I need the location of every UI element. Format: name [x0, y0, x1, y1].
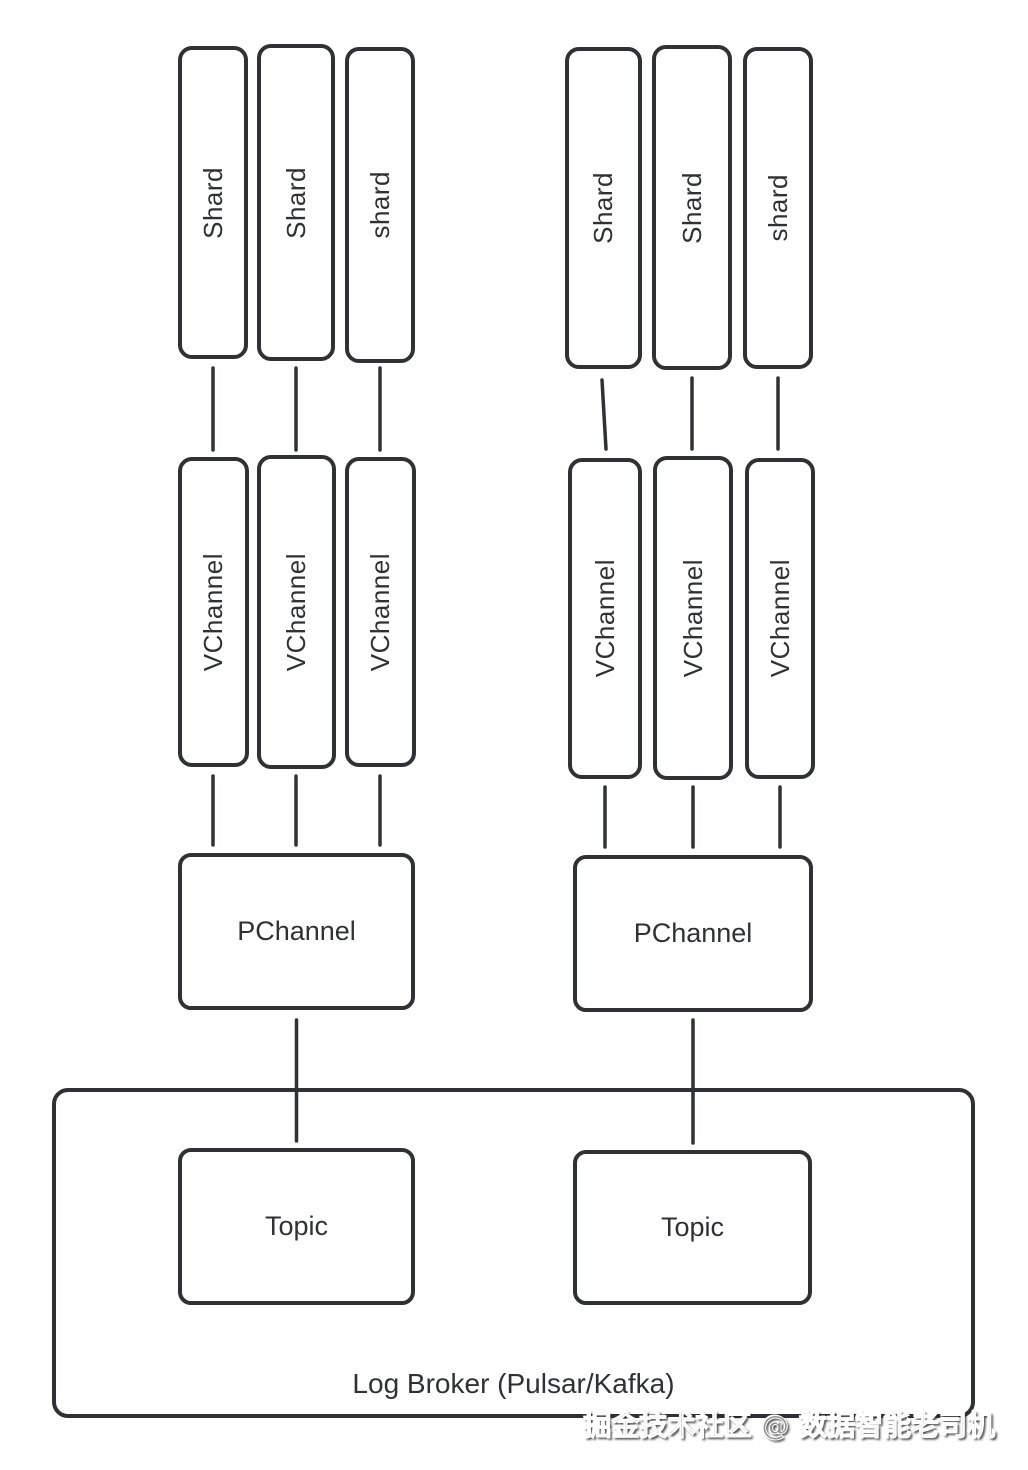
watermark-text: 掘金技术社区 @ 数据智能老司机	[583, 1409, 995, 1443]
topic-label: Topic	[264, 1211, 329, 1241]
vchannel-label: VChannel	[365, 552, 395, 672]
shard-box: shard	[743, 47, 813, 369]
pchannel-label: PChannel	[237, 916, 356, 946]
vchannel-label: VChannel	[589, 559, 620, 678]
pchannel-label: PChannel	[633, 918, 753, 948]
shard-label: shard	[762, 174, 793, 242]
shard-label: Shard	[588, 172, 618, 244]
vchannel-label: VChannel	[677, 558, 708, 678]
vchannel-label: VChannel	[281, 552, 311, 672]
shard-box: Shard	[565, 47, 642, 369]
vchannel-box: VChannel	[345, 457, 416, 767]
connector-shard-vchannel	[600, 378, 608, 451]
shard-label: Shard	[280, 166, 311, 239]
vchannel-box: VChannel	[745, 458, 815, 779]
shard-label: Shard	[197, 166, 228, 239]
shard-label: shard	[364, 171, 395, 239]
vchannel-box: VChannel	[178, 457, 249, 767]
topic-box: Topic	[178, 1148, 415, 1305]
vchannel-label: VChannel	[198, 552, 228, 672]
shard-label: Shard	[676, 171, 707, 244]
topic-label: Topic	[660, 1212, 725, 1242]
shard-box: shard	[345, 47, 415, 363]
shard-box: Shard	[652, 45, 732, 370]
pchannel-box: PChannel	[573, 855, 813, 1012]
topic-box: Topic	[573, 1150, 812, 1305]
pchannel-box: PChannel	[178, 853, 415, 1010]
shard-box: Shard	[178, 46, 248, 359]
vchannel-label: VChannel	[764, 559, 795, 678]
vchannel-box: VChannel	[257, 455, 336, 769]
log-broker-label: Log Broker (Pulsar/Kafka)	[352, 1368, 675, 1399]
shard-box: Shard	[257, 44, 335, 361]
vchannel-box: VChannel	[568, 458, 642, 779]
vchannel-box: VChannel	[653, 456, 733, 780]
